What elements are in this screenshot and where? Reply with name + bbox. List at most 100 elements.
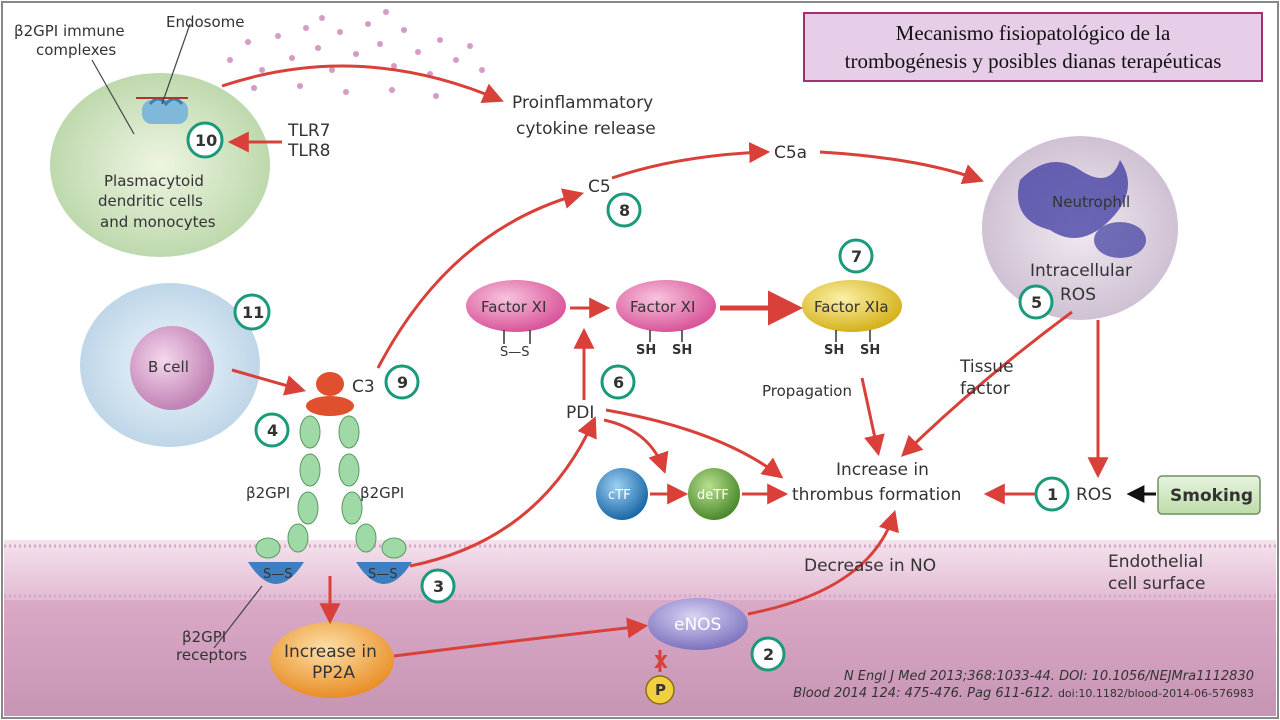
tissue-factor-label-2: factor xyxy=(960,379,1010,399)
ctf-label: cTF xyxy=(608,488,631,503)
intracellular-ros-label-2: ROS xyxy=(1060,285,1096,305)
arrow-propagation xyxy=(860,377,885,457)
proinflammatory-label-2: cytokine release xyxy=(516,119,656,139)
badge-10: 10 xyxy=(186,121,224,159)
citation-line-2: Blood 2014 124: 475-476. Pag 611-612. do… xyxy=(793,685,1254,702)
badge-5: 5 xyxy=(1018,284,1054,320)
svg-text:7: 7 xyxy=(851,247,862,266)
number-badges: 1 2 3 4 5 6 7 8 9 10 11 xyxy=(186,121,1070,672)
tlr8-label: TLR8 xyxy=(287,141,330,161)
arrow-c3-to-c5 xyxy=(376,188,585,369)
title-box: Mecanismo fisiopatológico de la trombogé… xyxy=(803,12,1263,82)
detf-label: deTF xyxy=(697,488,729,503)
pp2a-label-2: PP2A xyxy=(312,663,355,683)
phosphate-circle xyxy=(645,675,675,705)
ctf-molecule xyxy=(596,468,648,520)
svg-text:9: 9 xyxy=(397,373,408,392)
b2gpi-left-label: β2GPI xyxy=(246,484,290,502)
smoking-box xyxy=(1157,475,1261,515)
c5-label: C5 xyxy=(588,177,611,197)
badge-4: 4 xyxy=(254,412,290,448)
propagation-label: Propagation xyxy=(762,382,852,400)
badge-2: 2 xyxy=(750,636,786,672)
endothelial-label-1: Endothelial xyxy=(1108,552,1203,572)
arrows xyxy=(221,64,1109,672)
neutrophil xyxy=(982,136,1178,320)
proinflammatory-label-1: Proinflammatory xyxy=(512,93,653,113)
leader-lines xyxy=(91,23,263,649)
b2gpi-receptors-label-1: β2GPI xyxy=(182,628,226,646)
sh-label-2: SH xyxy=(672,343,692,358)
x-mark: X xyxy=(654,652,668,673)
badge-6: 6 xyxy=(600,364,636,400)
arrow-pdi-to-thrombus xyxy=(605,408,784,479)
ss-receptor-left: S—S xyxy=(263,567,293,582)
plasmacytoid-dendritic-cell xyxy=(50,73,270,257)
pp2a-blob xyxy=(270,622,394,698)
arrow-bcell-to-c3 xyxy=(231,368,307,396)
immune-complexes-label-1: β2GPI immune xyxy=(14,22,125,40)
pdc-label-3: and monocytes xyxy=(100,213,216,231)
ss-receptor-right: S—S xyxy=(368,567,398,582)
sh-label-3: SH xyxy=(824,343,844,358)
svg-text:11: 11 xyxy=(242,303,264,322)
arrow-enos-to-thrombus xyxy=(747,509,899,616)
b-cell-label: B cell xyxy=(148,358,189,376)
citation-doi: doi:10.1182/blood-2014-06-576983 xyxy=(1057,687,1254,700)
enos-label: eNOS xyxy=(674,615,721,635)
neutrophil-label: Neutrophil xyxy=(1052,193,1130,211)
arrow-cytokine xyxy=(221,64,504,104)
factor-xi-unactivated xyxy=(466,280,566,344)
factor-xia xyxy=(802,280,902,342)
citation: N Engl J Med 2013;368:1033-44. DOI: 10.1… xyxy=(793,668,1254,702)
title-line-2: trombogénesis y posibles dianas terapéut… xyxy=(844,49,1222,73)
pdc-label-1: Plasmacytoid xyxy=(104,172,204,190)
title-line-1: Mecanismo fisiopatológico de la xyxy=(895,21,1171,45)
arrow-c5-to-c5a xyxy=(611,142,771,180)
c5a-label: C5a xyxy=(774,143,807,163)
badge-1: 1 xyxy=(1034,476,1070,512)
smoking-label: Smoking xyxy=(1170,486,1253,506)
svg-text:5: 5 xyxy=(1031,293,1042,312)
svg-text:2: 2 xyxy=(763,645,774,664)
thrombus-label-1: Increase in xyxy=(836,460,929,480)
endothelial-label-2: cell surface xyxy=(1108,574,1205,594)
citation-blood: Blood 2014 124: 475-476. Pag 611-612. xyxy=(793,686,1054,701)
sh-label-4: SH xyxy=(860,343,880,358)
factor-xi-reduced xyxy=(616,280,716,342)
detf-molecule xyxy=(688,468,740,520)
badge-9: 9 xyxy=(384,364,420,400)
text-labels: β2GPI immune complexes Endosome Proinfla… xyxy=(14,13,1253,699)
svg-text:10: 10 xyxy=(195,131,217,150)
svg-text:3: 3 xyxy=(433,577,444,596)
badge-11: 11 xyxy=(233,293,271,331)
endosome-label: Endosome xyxy=(166,13,245,31)
arrow-tissue-factor xyxy=(900,310,1073,457)
b2gpi-receptors-label-2: receptors xyxy=(176,646,247,664)
badge-7: 7 xyxy=(838,238,874,274)
pp2a-label-1: Increase in xyxy=(284,642,377,662)
b2gpi-dimer xyxy=(248,372,412,584)
sh-label-1: SH xyxy=(636,343,656,358)
ros-label: ROS xyxy=(1076,485,1112,505)
svg-text:6: 6 xyxy=(613,373,624,392)
thrombus-label-2: thrombus formation xyxy=(792,485,961,505)
citation-line-1: N Engl J Med 2013;368:1033-44. DOI: 10.1… xyxy=(843,669,1254,684)
c3-label: C3 xyxy=(352,377,375,397)
factor-xi-label-2: Factor XI xyxy=(630,298,695,316)
svg-text:4: 4 xyxy=(267,421,278,440)
factor-xi-label-1: Factor XI xyxy=(481,298,546,316)
b-cell xyxy=(80,283,260,447)
badge-8: 8 xyxy=(606,192,642,228)
immune-complexes-label-2: complexes xyxy=(36,41,116,59)
tissue-factor-label-1: Tissue xyxy=(959,357,1014,377)
intracellular-ros-label-1: Intracellular xyxy=(1030,261,1132,281)
pdi-label: PDI xyxy=(566,403,594,423)
arrow-c5a-to-neutrophil xyxy=(819,150,984,185)
cytokine-dots xyxy=(227,9,485,99)
ss-label: S—S xyxy=(500,345,530,360)
badge-3: 3 xyxy=(420,568,456,604)
pdc-label-2: dendritic cells xyxy=(98,192,203,210)
decrease-no-label: Decrease in NO xyxy=(804,556,936,576)
